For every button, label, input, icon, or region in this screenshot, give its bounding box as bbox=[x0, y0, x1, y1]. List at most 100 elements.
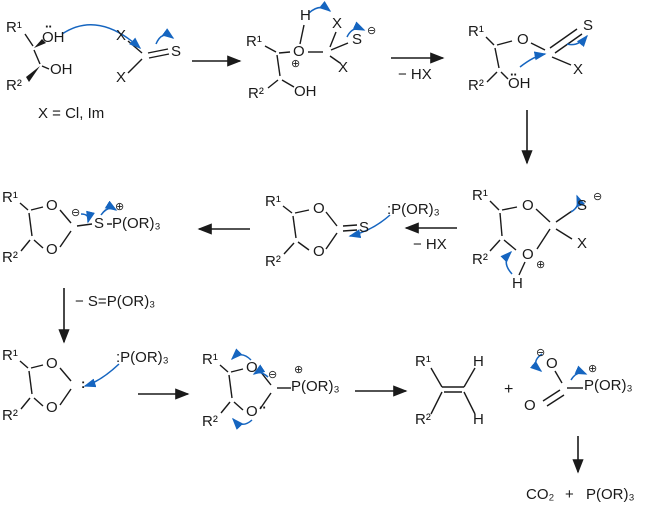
minus-charge: ⊖ bbox=[71, 207, 81, 219]
oxygen-label: O bbox=[46, 355, 58, 372]
x-substituent-label: X bbox=[116, 69, 127, 86]
oxygen-label: O bbox=[313, 243, 325, 260]
oxygen-label: O bbox=[522, 197, 534, 214]
hydroxyl-label: OH bbox=[42, 29, 65, 46]
electron-arrow-oh-attack bbox=[61, 23, 142, 50]
oxygen-label: O bbox=[293, 43, 305, 60]
phosphonium-label: P(OR)₃ bbox=[112, 215, 161, 232]
carbene-lone-pair-dots: : bbox=[81, 376, 85, 391]
carbene-skeleton bbox=[19, 360, 72, 410]
proton-label: H bbox=[512, 275, 523, 292]
x-substituent-label: X bbox=[116, 27, 127, 44]
plus-charge: ⊕ bbox=[588, 363, 598, 375]
r2-label: R² bbox=[415, 411, 431, 428]
oxygen-label: O bbox=[522, 246, 534, 263]
electron-arrow-to-sulfide bbox=[346, 21, 366, 38]
plus-charge: ⊕ bbox=[536, 259, 546, 271]
electron-arrow-oh-ring bbox=[500, 250, 513, 275]
minus-charge: ⊖ bbox=[536, 347, 546, 359]
minus-charge: ⊖ bbox=[268, 369, 278, 381]
minus-hx-label: − HX bbox=[398, 66, 432, 83]
r1-label: R¹ bbox=[2, 347, 18, 364]
oxygen-label: O bbox=[246, 403, 258, 420]
electron-arrow-carboxylate bbox=[530, 353, 543, 372]
lone-pair-dots: ·· bbox=[510, 67, 518, 82]
oxygen-label: O bbox=[517, 31, 529, 48]
r1-label: R¹ bbox=[2, 189, 18, 206]
sulfur-label: S bbox=[577, 197, 588, 214]
electron-arrow-carbanion bbox=[80, 210, 95, 224]
x-substituent-label: X bbox=[577, 235, 588, 252]
r2-label: R² bbox=[2, 407, 18, 424]
sulfur-label: S bbox=[352, 31, 363, 48]
hydroxyl-label: OH bbox=[508, 75, 531, 92]
minus-charge: ⊖ bbox=[593, 191, 603, 203]
x-substituent-label: X bbox=[573, 61, 584, 78]
minus-charge: ⊖ bbox=[367, 25, 377, 37]
r2-label: R² bbox=[472, 251, 488, 268]
plus-charge: ⊕ bbox=[291, 58, 301, 70]
plus-sign: + bbox=[504, 381, 514, 398]
electron-arrow-ring-o-top bbox=[230, 348, 252, 361]
r2-label: R² bbox=[468, 77, 484, 94]
r2-label: R² bbox=[248, 85, 264, 102]
oxygen-label: O bbox=[546, 355, 558, 372]
diol-skeleton bbox=[24, 33, 50, 82]
lone-pair-dots: ·· bbox=[45, 19, 53, 34]
proton-label: H bbox=[300, 7, 311, 24]
r1-label: R¹ bbox=[202, 351, 218, 368]
r2-label: R² bbox=[6, 77, 22, 94]
x-substituent-label: X bbox=[338, 59, 349, 76]
x-substituent-label: X bbox=[332, 15, 343, 32]
electron-arrow-s-leave bbox=[570, 194, 586, 213]
phosphonium-betaine-skeleton bbox=[19, 202, 112, 252]
co2-product-label: CO₂ bbox=[526, 486, 555, 503]
electron-arrow-cs-to-s-2 bbox=[566, 34, 588, 47]
electron-arrow-fragmentation bbox=[252, 364, 269, 378]
electron-arrow-cyclization bbox=[519, 51, 547, 68]
sulfur-label: S bbox=[94, 215, 105, 232]
minus-hx-label: − HX bbox=[413, 236, 447, 253]
thiocarbonyl-reagent-skeleton bbox=[127, 40, 170, 74]
hydroxyl-label: OH bbox=[50, 61, 73, 78]
lone-pair-dots: ·· bbox=[259, 400, 267, 415]
r2-label: R² bbox=[202, 413, 218, 430]
electron-arrow-s-to-p bbox=[100, 200, 118, 216]
r1-label: R¹ bbox=[415, 353, 431, 370]
phosphonium-label: P(OR)₃ bbox=[291, 378, 340, 395]
phosphite-reagent-label: :P(OR)₃ bbox=[116, 349, 169, 366]
sulfur-label: S bbox=[359, 219, 370, 236]
r1-label: R¹ bbox=[6, 19, 22, 36]
phosphite-product-label: P(OR)₃ bbox=[586, 486, 635, 503]
r1-label: R¹ bbox=[472, 187, 488, 204]
thiocarbonate-open-skeleton bbox=[485, 28, 583, 83]
r2-label: R² bbox=[2, 249, 18, 266]
cyclic-intermediate-skeleton bbox=[489, 200, 573, 276]
carboxy-phosphonium-skeleton bbox=[542, 370, 583, 407]
open-adduct-skeleton bbox=[264, 24, 349, 89]
r1-label: R¹ bbox=[246, 33, 262, 50]
electron-arrow-phosphite-attack-1 bbox=[348, 214, 391, 239]
oxygen-label: O bbox=[46, 399, 58, 416]
x-definition-legend: X = Cl, Im bbox=[38, 105, 105, 122]
electron-arrow-deprotonation bbox=[308, 0, 332, 14]
minus-thiophosphorane-label: − S=P(OR)₃ bbox=[75, 293, 156, 310]
proton-label: H bbox=[473, 353, 484, 370]
phosphite-reagent-label: :P(OR)₃ bbox=[387, 201, 440, 218]
oxygen-label: O bbox=[46, 197, 58, 214]
electron-arrow-cs-to-s-1 bbox=[155, 28, 175, 45]
r1-label: R¹ bbox=[468, 23, 484, 40]
carbene-phosphonium-skeleton bbox=[219, 364, 291, 414]
oxygen-label: O bbox=[313, 200, 325, 217]
plus-charge: ⊕ bbox=[294, 364, 304, 376]
r1-label: R¹ bbox=[265, 193, 281, 210]
alkene-skeleton bbox=[430, 367, 476, 415]
oxygen-label: O bbox=[46, 241, 58, 258]
sulfur-label: S bbox=[171, 43, 182, 60]
sulfur-label: S bbox=[583, 17, 594, 34]
r2-label: R² bbox=[265, 253, 281, 270]
electron-arrow-cp-to-p bbox=[570, 365, 588, 381]
electron-arrow-ring-o-bottom bbox=[231, 417, 253, 430]
